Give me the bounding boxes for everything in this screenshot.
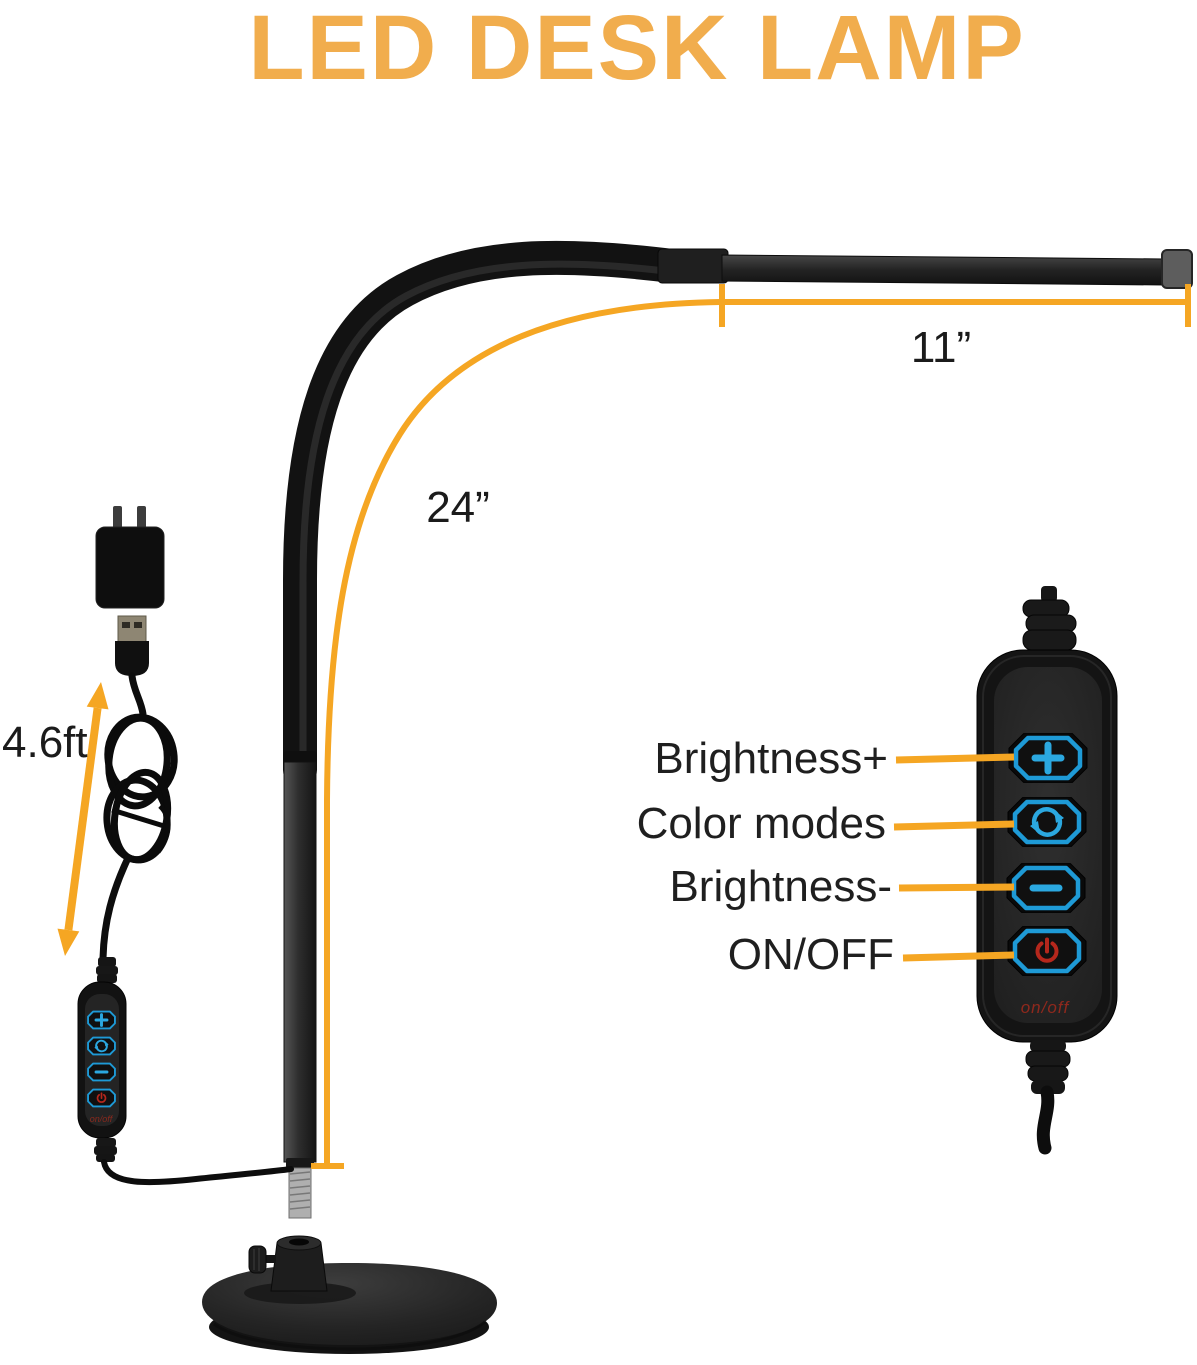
onoff-print-small: on/off [90, 1114, 114, 1124]
gooseneck-highlight [299, 260, 669, 764]
dimension-path [324, 299, 1188, 1166]
label-power: ON/OFF [728, 930, 894, 979]
lamp-head-bar [721, 254, 1165, 286]
brightness-down-button [1006, 863, 1086, 913]
base-rim-line [213, 1320, 486, 1351]
label-neck-length: 24” [426, 483, 490, 532]
small-brightness-up-button [87, 1010, 116, 1030]
power-adapter-assembly [95, 506, 178, 962]
brightness-up-button [1008, 733, 1088, 783]
dimension-annotations: 11” 24” 4.6ft [2, 284, 1191, 1169]
pointer-line-brightness-down [898, 883, 1015, 892]
wall-adapter [95, 526, 165, 609]
pointer-line-color-modes [893, 820, 1015, 831]
label-brightness-up: Brightness+ [654, 734, 888, 783]
threaded-rod [288, 1167, 312, 1219]
label-cord-length: 4.6ft [2, 718, 88, 767]
pointer-line-power [902, 951, 1015, 962]
lamp-base [202, 1235, 497, 1354]
arrow-down-icon [57, 928, 80, 956]
power-button [1007, 926, 1087, 976]
remote-body-bevel [982, 655, 1112, 1037]
lamp-head-end-cap [1161, 249, 1193, 289]
coil-to-controller-cable [99, 854, 132, 962]
label-color-modes: Color modes [637, 799, 886, 848]
plug-prong [137, 506, 146, 530]
lamp-pole [283, 761, 317, 1163]
cord-length-arrow [57, 682, 109, 956]
plug-prong [113, 506, 122, 530]
usb-plug [115, 615, 149, 676]
thumbscrew-knob [248, 1245, 267, 1274]
cable-coil [103, 713, 178, 864]
page-title: LED DESK LAMP [248, 0, 1025, 99]
remote-control: on/off [976, 586, 1118, 1155]
small-color-modes-button [87, 1036, 116, 1056]
arrow-up-icon [86, 682, 109, 710]
onoff-print: on/off [1021, 998, 1071, 1017]
small-brightness-down-button [87, 1062, 116, 1082]
remote-cable [1036, 1085, 1055, 1155]
label-head-width: 11” [911, 323, 971, 372]
pole-end-cap [286, 1158, 314, 1168]
pointer-line-brightness-up [895, 753, 1015, 764]
thumbscrew-stem [264, 1255, 276, 1263]
base-dome [202, 1263, 497, 1345]
controller-to-lamp-cable [101, 1159, 294, 1186]
small-power-button [87, 1088, 116, 1108]
control-callouts: Brightness+ Color modes Brightness- ON/O… [637, 734, 1015, 979]
usb-cable [128, 672, 147, 718]
head-connector [657, 248, 729, 284]
inline-controller-small: on/off [77, 957, 294, 1186]
lamp [202, 240, 1193, 1354]
label-brightness-down: Brightness- [669, 862, 892, 911]
color-modes-button [1007, 797, 1087, 847]
socket-hole [289, 1238, 309, 1246]
